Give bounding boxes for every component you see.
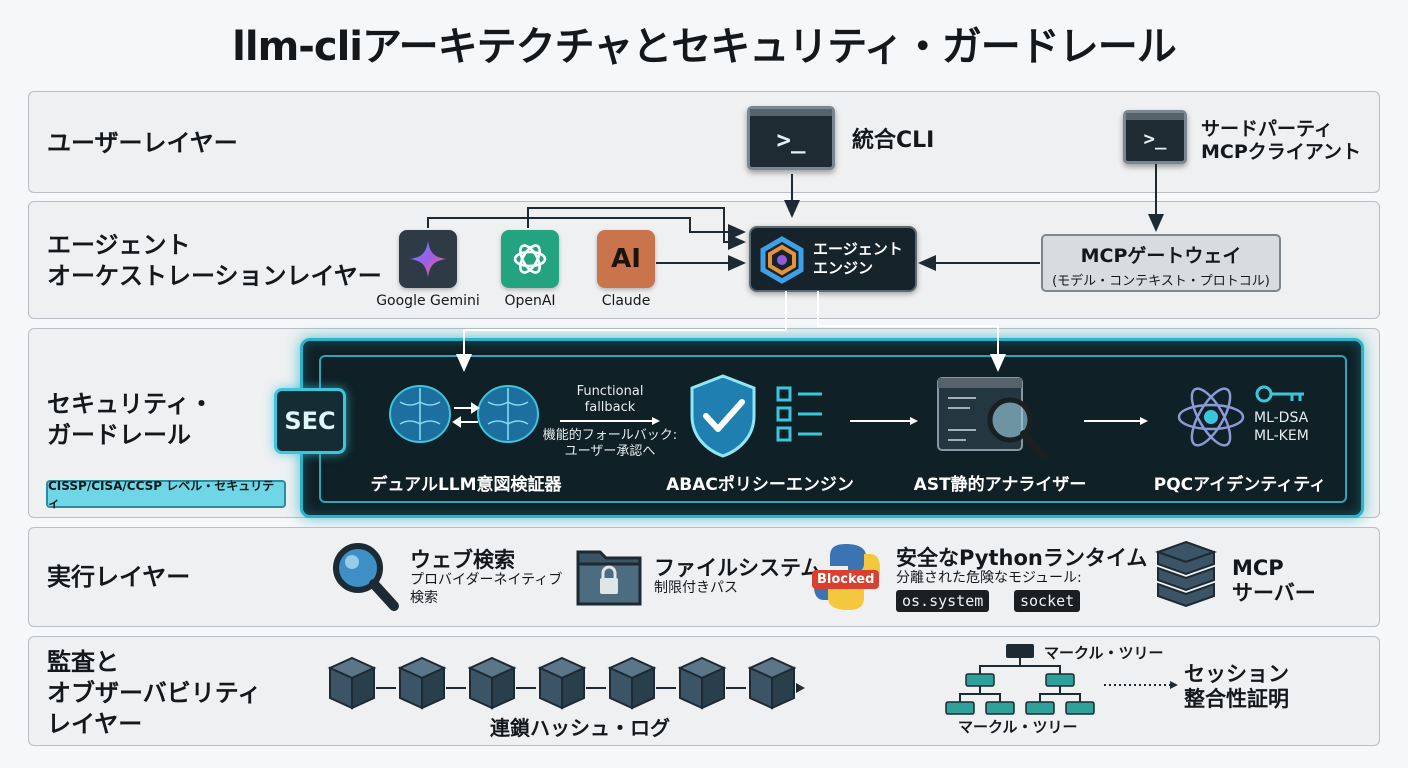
audit-layer-label: 監査と オブザーバビリティ レイヤー	[47, 648, 262, 739]
certification-badge: CISSP/CISA/CCSP レベル・セキュリティ	[46, 479, 286, 510]
hash-block-icon	[397, 656, 447, 710]
abac-to-ast-arrow	[850, 417, 918, 425]
ast-label: AST静的アナライザー	[913, 475, 1087, 495]
openai-label: OpenAI	[504, 293, 556, 309]
python-runtime-subtitle: 分離された危険なモジュール:	[896, 570, 1082, 586]
mcp-gateway-title: MCPゲートウェイ	[1080, 245, 1242, 267]
agent-engine-label-1: エージェント	[813, 240, 903, 258]
agent-engine-icon	[760, 236, 804, 284]
execution-layer-label: 実行レイヤー	[47, 563, 191, 591]
web-search-subtitle: プロバイダーネイティブ 検索	[410, 572, 563, 606]
user-layer: ユーザーレイヤー >_ 統合CLI >_ サードパーティ MCPクライアント	[28, 91, 1380, 193]
folder-lock-icon	[576, 550, 642, 606]
chain-arrow-head	[796, 683, 805, 693]
mcp-server-title: MCP サーバー	[1232, 556, 1316, 606]
filesystem-subtitle: 制限付きパス	[654, 580, 738, 596]
hash-block-icon	[327, 656, 377, 710]
openai-icon	[501, 230, 559, 288]
dual-llm-label: デュアルLLM意図検証器	[370, 475, 562, 495]
abac-shield-icon	[690, 374, 756, 458]
gemini-icon	[399, 230, 457, 288]
python-runtime-title: 安全なPythonランタイム	[896, 546, 1148, 570]
blocked-badge: Blocked	[812, 570, 880, 589]
mcp-client-terminal-icon: >_	[1123, 110, 1187, 164]
unified-cli-terminal-icon: >_	[747, 106, 835, 170]
security-layer-label: セキュリティ・ ガードレール	[47, 390, 214, 450]
sec-badge: SEC	[274, 388, 346, 454]
web-search-title: ウェブ検索	[410, 548, 515, 572]
agent-orchestration-layer: エージェント オーケストレーションレイヤー Google Gemini Open…	[28, 201, 1380, 319]
pqc-algorithms: ML-DSA ML-KEM	[1254, 410, 1309, 444]
mcp-gateway: MCPゲートウェイ (モデル・コンテキスト・プロトコル)	[1041, 234, 1281, 292]
hash-block-icon	[537, 656, 587, 710]
diagram-title: llm-cliアーキテクチャとセキュリティ・ガードレール	[232, 24, 1177, 70]
claude-label: Claude	[601, 293, 651, 309]
hash-block-icon	[607, 656, 657, 710]
policy-checklist-icon	[776, 386, 822, 442]
unified-cli-label: 統合CLI	[852, 128, 935, 153]
key-icon	[1255, 385, 1304, 403]
ast-to-pqc-arrow	[1084, 417, 1148, 425]
merkle-tree-bottom-label: マークル・ツリー	[958, 718, 1078, 736]
user-layer-label: ユーザーレイヤー	[47, 129, 238, 157]
hash-chain	[327, 656, 805, 710]
filesystem-title: ファイルシステム	[654, 556, 822, 580]
module-os-system: os.system	[896, 590, 990, 612]
hash-block-icon	[467, 656, 517, 710]
fallback-arrow	[560, 417, 660, 425]
web-search-icon	[333, 543, 399, 611]
hash-block-icon	[747, 656, 797, 710]
agent-engine: エージェント エンジン	[749, 226, 917, 292]
module-socket: socket	[1014, 590, 1081, 612]
fallback-jp-label: 機能的フォールバック: ユーザー承認へ	[542, 428, 678, 460]
hash-block-icon	[677, 656, 727, 710]
pqc-label: PQCアイデンティティ	[1153, 475, 1327, 495]
execution-layer: 実行レイヤー	[28, 527, 1380, 627]
merkle-to-session-arrow	[1104, 681, 1178, 689]
pqc-atom-icon	[1177, 387, 1245, 447]
agent-engine-label-2: エンジン	[813, 258, 874, 277]
mcp-client-label: サードパーティ MCPクライアント	[1201, 118, 1362, 163]
merkle-tree-icon	[945, 644, 1095, 715]
dual-llm-brain-icon	[389, 385, 539, 443]
mcp-gateway-subtitle: (モデル・コンテキスト・プロトコル)	[1052, 274, 1270, 289]
merkle-tree-top-label: マークル・ツリー	[1044, 644, 1164, 662]
fallback-en-label: Functional fallback	[576, 384, 644, 416]
gemini-label: Google Gemini	[376, 293, 480, 309]
anthropic-icon: AI	[597, 230, 655, 288]
session-integrity-label: セッション 整合性証明	[1184, 662, 1289, 712]
agent-layer-label: エージェント オーケストレーションレイヤー	[47, 231, 382, 291]
ast-code-magnifier-icon	[937, 377, 1048, 460]
abac-label: ABACポリシーエンジン	[666, 475, 854, 495]
server-stack-icon	[1155, 540, 1217, 608]
hash-chain-label: 連鎖ハッシュ・ログ	[490, 716, 670, 740]
